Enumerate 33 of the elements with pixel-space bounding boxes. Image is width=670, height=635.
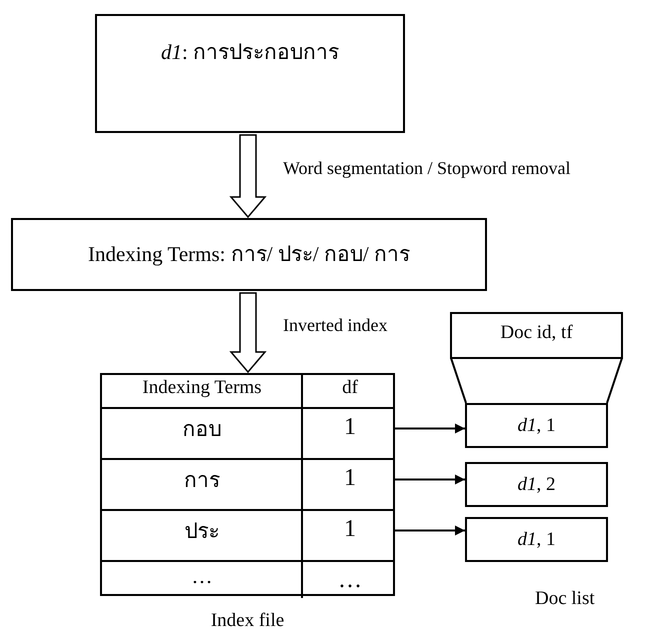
- box-text: Indexing Terms: การ/ ประ/ กอบ/ การ: [88, 242, 410, 268]
- column-header: Indexing Terms: [142, 377, 262, 400]
- table-row: [102, 458, 393, 509]
- df-value: …: [338, 566, 362, 595]
- caption-text: Doc list: [535, 588, 595, 611]
- term-text: …: [192, 564, 212, 590]
- block-arrow: [229, 134, 267, 218]
- block-arrow: [229, 292, 267, 374]
- column-header: df: [342, 377, 358, 400]
- term-text: ประ: [184, 519, 220, 544]
- posting-box: [465, 403, 608, 448]
- posting-box: [465, 517, 608, 562]
- document-box: [95, 14, 405, 133]
- term-text: การ: [184, 468, 220, 494]
- terms-box: [11, 218, 487, 291]
- table-row: [102, 560, 393, 598]
- table-row: [102, 407, 393, 458]
- box-text: d1, 1: [518, 529, 556, 552]
- header-text: Doc id, tf: [500, 322, 573, 345]
- posting-box: [465, 462, 608, 507]
- df-value: 1: [344, 464, 356, 493]
- caption-text: Index file: [210, 610, 284, 633]
- df-value: 1: [344, 413, 356, 442]
- term-text: กอบ: [182, 417, 222, 442]
- arrow: [395, 424, 465, 434]
- box-text: d1, 2: [518, 474, 556, 497]
- doc-list-header: [450, 312, 623, 403]
- df-value: 1: [344, 515, 356, 544]
- table-row: [102, 509, 393, 560]
- box-text: d1, 1: [518, 415, 556, 438]
- arrow: [395, 526, 465, 536]
- arrow: [395, 474, 465, 484]
- box-text: d1: การประกอบการ: [160, 40, 340, 66]
